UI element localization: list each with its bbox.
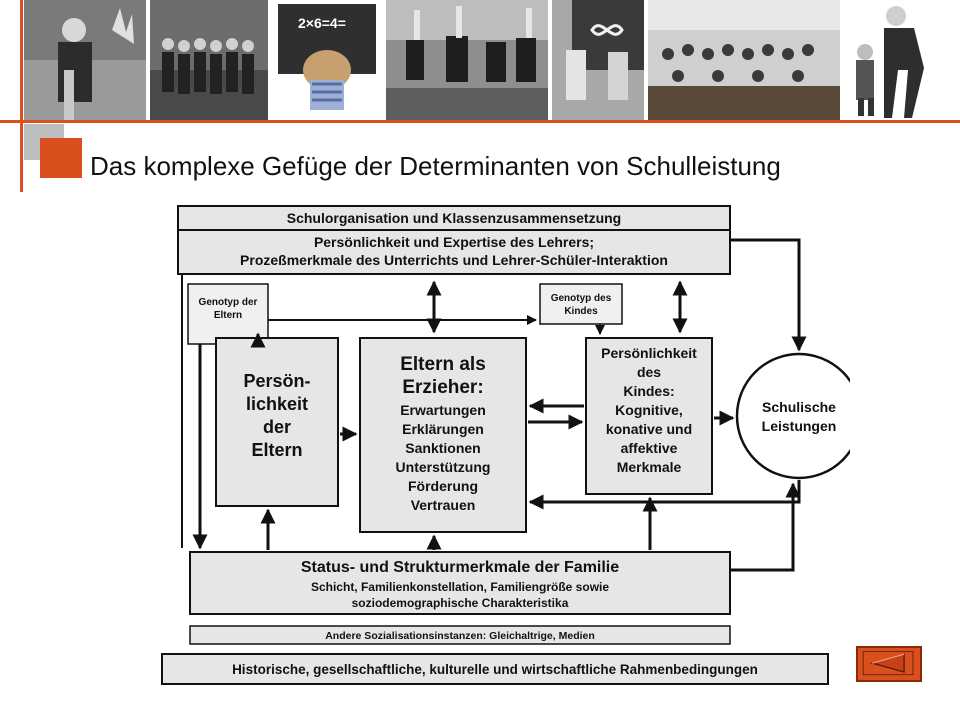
school-achievement-line2: Leistungen — [762, 418, 837, 434]
framework-conditions-label: Historische, gesellschaftliche, kulturel… — [232, 662, 758, 677]
photo-children-at-board — [552, 0, 644, 120]
genotype-parents-line1: Genotyp der — [199, 297, 258, 308]
arrow-teacher-to-achievement — [730, 238, 807, 352]
photo-classroom-hands-up — [386, 0, 548, 120]
back-button[interactable] — [856, 646, 922, 682]
child-personality-line3: Kindes: — [623, 383, 674, 399]
child-personality-line7: Merkmale — [617, 459, 682, 475]
box-other-socialization — [189, 625, 731, 645]
parents-educators-item-5: Förderung — [408, 478, 478, 494]
photo-cartoon-blackboard: 2×6=4= — [272, 0, 382, 120]
genotype-child-line1: Genotyp des — [551, 293, 612, 304]
box-genotype-child — [539, 283, 623, 325]
parent-personality-line4: Eltern — [251, 440, 302, 460]
box-school-organization-label: Schulorganisation und Klassenzusammenset… — [287, 210, 622, 226]
family-status-line1: Schicht, Familienkonstellation, Familien… — [311, 580, 609, 594]
accent-vertical-line — [20, 0, 23, 192]
box-family-status — [189, 551, 731, 615]
photo-class-row — [150, 0, 268, 120]
box-parents-as-educators — [359, 337, 527, 533]
genotype-child-line2: Kindes — [564, 306, 598, 317]
circle-school-achievement — [735, 352, 850, 480]
parent-personality-line3: der — [263, 417, 291, 437]
determinants-diagram: Schulorganisation und Klassenzusammenset… — [150, 196, 850, 696]
family-status-line2: soziodemographische Charakteristika — [352, 596, 569, 610]
parents-educators-title-line2: Erzieher: — [402, 377, 483, 398]
box-framework-conditions — [161, 653, 829, 685]
photo-strip: 2×6=4= — [0, 0, 960, 120]
parents-educators-item-2: Erklärungen — [402, 421, 484, 437]
diagram-arrows — [181, 238, 807, 572]
triangle-left-icon — [862, 651, 914, 676]
box-child-personality — [585, 337, 713, 495]
parents-educators-item-6: Vertrauen — [411, 497, 476, 513]
family-status-title: Status- und Strukturmerkmale der Familie — [301, 559, 619, 576]
child-personality-line6: affektive — [621, 440, 678, 456]
arrow-family-to-achievement — [730, 482, 801, 572]
child-personality-line2: des — [637, 364, 661, 380]
photo-old-school-class — [648, 0, 840, 120]
child-personality-line4: Kognitive, — [615, 402, 683, 418]
parent-personality-line1: Persön- — [243, 371, 310, 391]
photo-teacher-raising-hands — [24, 0, 146, 120]
genotype-parents-line2: Eltern — [214, 310, 242, 321]
accent-horizontal-line — [0, 120, 960, 123]
blackboard-math-text: 2×6=4= — [298, 15, 346, 31]
photo-teacher-pointing — [846, 0, 936, 120]
accent-orange-square — [40, 138, 82, 178]
parent-personality-line2: lichkeit — [246, 394, 308, 414]
child-personality-line5: konative und — [606, 421, 692, 437]
parents-educators-title-line1: Eltern als — [400, 354, 486, 375]
other-socialization-label: Andere Sozialisationsinstanzen: Gleichal… — [325, 630, 595, 642]
parents-educators-item-4: Unterstützung — [396, 459, 491, 475]
slide-title: Das komplexe Gefüge der Determinanten vo… — [90, 151, 781, 181]
box-teacher-personality — [177, 229, 731, 275]
school-achievement-line1: Schulische — [762, 399, 836, 415]
box-teacher-personality-line2: Prozeßmerkmale des Unterrichts und Lehre… — [240, 252, 668, 268]
box-parent-personality — [215, 337, 339, 507]
parents-educators-item-3: Sanktionen — [405, 440, 480, 456]
parents-educators-item-1: Erwartungen — [400, 402, 486, 418]
box-teacher-personality-line1: Persönlichkeit und Expertise des Lehrers… — [314, 234, 594, 250]
child-personality-line1: Persönlichkeit — [601, 345, 697, 361]
